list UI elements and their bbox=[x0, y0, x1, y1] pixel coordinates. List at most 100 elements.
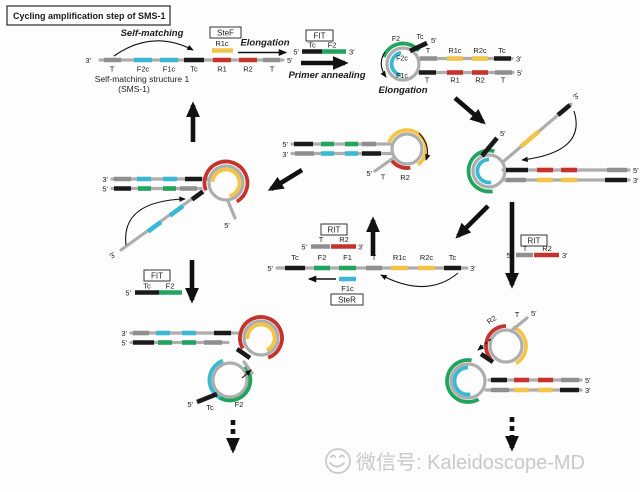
watermark: 微信号: Kaleidoscope-MD bbox=[325, 448, 585, 474]
flow-arrow-down-left-icon bbox=[455, 204, 490, 239]
seg-label: T bbox=[110, 65, 115, 74]
loop-ring bbox=[385, 46, 421, 82]
rit-box bbox=[320, 223, 348, 236]
title-border bbox=[6, 5, 171, 26]
r2-label: R2 bbox=[400, 173, 410, 182]
seg-label: Tc bbox=[190, 65, 198, 74]
ster-box bbox=[330, 293, 364, 306]
rit-seg-r2: R2 bbox=[339, 235, 349, 244]
connector-black-segment bbox=[235, 347, 252, 360]
strand-end-3: 3' bbox=[470, 264, 476, 273]
tail-end-5: 5' bbox=[431, 36, 437, 45]
elongation-label: Elongation bbox=[378, 85, 427, 96]
stem-bottom-end-3: 3' bbox=[633, 176, 639, 185]
seg-label: F1 bbox=[343, 253, 352, 262]
ster-label: SteR bbox=[338, 296, 356, 305]
diagonal-black-tip bbox=[556, 103, 572, 117]
loop-f2c-label: F2c bbox=[396, 56, 408, 63]
lower-loop-green-arc bbox=[445, 358, 480, 404]
fold-back-arrow-icon bbox=[125, 196, 186, 246]
rit-seg-t: T bbox=[523, 244, 528, 253]
fit-end-5: 5' bbox=[293, 48, 299, 57]
tail-t-label: T bbox=[515, 310, 520, 319]
f2-label: F2 bbox=[235, 400, 244, 409]
tail bbox=[509, 316, 529, 333]
complementary-strand: 5' 3' Tc F2 F1 T R1c R2c Tc F1c SteR bbox=[267, 253, 476, 306]
diagonal-yellow-segment bbox=[519, 129, 541, 149]
upper-loop-yellow-arc bbox=[245, 322, 277, 352]
upper-loop-yellow-arc bbox=[512, 325, 528, 365]
diagonal-end-3: 3' bbox=[108, 250, 119, 261]
tail-tc-label: Tc bbox=[206, 403, 214, 412]
strand-end-5: 5' bbox=[267, 264, 273, 273]
seg-label: R1 bbox=[217, 65, 227, 74]
loop-tail bbox=[226, 199, 237, 220]
connector-black-segment bbox=[479, 352, 495, 364]
stem-end-3: 3' bbox=[282, 150, 288, 159]
primer-annealing-label: Primer annealing bbox=[288, 70, 365, 81]
hairpin-top-right: F2 F2c F1c Tc 5' T R1c R2c Tc 3' T R1 R2… bbox=[378, 34, 523, 96]
stem-end-3: 3' bbox=[102, 175, 108, 184]
rit-label: RIT bbox=[528, 237, 541, 246]
tail-end-5: 5' bbox=[531, 309, 537, 318]
seg-label: T bbox=[425, 76, 430, 85]
seg-label: R2c bbox=[473, 46, 487, 55]
stef-box bbox=[209, 26, 242, 39]
fit-end-3: 3' bbox=[349, 48, 355, 57]
watermark-smiley-icon bbox=[325, 448, 351, 474]
rit-primer-mid: RIT T R2 5' 3' bbox=[301, 223, 364, 252]
double-loop-right: R2 T 5' 5' 3' bbox=[445, 309, 591, 404]
lower-loop-ring bbox=[211, 361, 249, 399]
stem-end-5: 5' bbox=[121, 339, 127, 348]
smiley-left-eye bbox=[330, 454, 336, 458]
lower-loop-ring bbox=[449, 362, 487, 400]
self-matching-label: Self-matching bbox=[121, 28, 184, 39]
seg-label: T bbox=[270, 65, 275, 74]
sms1-caption-2: (SMS-1) bbox=[118, 84, 150, 94]
tail-end-5: 5' bbox=[224, 221, 230, 230]
fit-end-5: 5' bbox=[125, 289, 131, 298]
lower-loop-cyan-arc bbox=[207, 358, 224, 402]
loop-red-arc bbox=[202, 159, 250, 204]
stef-label: SteF bbox=[217, 29, 234, 38]
seg-label: R1c bbox=[448, 46, 462, 55]
loop-yellow-arc bbox=[387, 128, 428, 167]
branch-structure-right: 5' 3' 5' 3' bbox=[466, 91, 639, 194]
tail-t-label: T bbox=[381, 173, 386, 182]
stem-end-3: 3' bbox=[121, 329, 127, 338]
elongation-label: Elongation bbox=[240, 38, 289, 49]
ster-f1c-label: F1c bbox=[341, 284, 354, 293]
displacement-arrow-icon bbox=[477, 338, 492, 351]
flow-arrow-down-right-icon bbox=[453, 96, 486, 125]
rit-primer-right: RIT T R2 5' 3' bbox=[506, 234, 568, 260]
rit-seg-t: T bbox=[319, 235, 324, 244]
tail-tc-label: Tc bbox=[417, 34, 425, 41]
loop-f1c-label: F1c bbox=[396, 73, 408, 80]
fit-tail-Tc-segment bbox=[196, 391, 218, 405]
double-loop-left: 3' 5' 5' Tc F2 bbox=[121, 315, 284, 412]
sms1-caption-1: Self-matching structure 1 bbox=[95, 74, 190, 84]
self-matching-arrow-icon bbox=[113, 40, 194, 57]
fit-box bbox=[143, 269, 171, 282]
loop-elongation-arrow-icon bbox=[380, 51, 387, 78]
rit-end-5: 5' bbox=[506, 251, 512, 260]
loop-f2-label: F2 bbox=[392, 36, 400, 43]
fit-label: FIT bbox=[151, 272, 163, 281]
watermark-text: 微信号: Kaleidoscope-MD bbox=[356, 451, 585, 474]
sms1-end-3: 3' bbox=[85, 56, 91, 65]
self-matching-arrow-icon bbox=[380, 272, 459, 288]
rit-box bbox=[520, 234, 548, 247]
tail-end-5: 5' bbox=[366, 169, 372, 178]
stef-primer: SteF R1c Elongation bbox=[209, 26, 290, 56]
smiley-mouth bbox=[329, 462, 345, 468]
loop-ring bbox=[207, 164, 245, 202]
smiley-right-eye bbox=[339, 454, 345, 458]
seg-label: R1c bbox=[393, 253, 407, 262]
seg-label: R2 bbox=[475, 76, 485, 85]
seg-label: Tc bbox=[498, 46, 506, 55]
fit-box bbox=[305, 29, 334, 42]
stem-end-5: 5' bbox=[102, 185, 108, 194]
r2-label: R2 bbox=[485, 314, 498, 327]
